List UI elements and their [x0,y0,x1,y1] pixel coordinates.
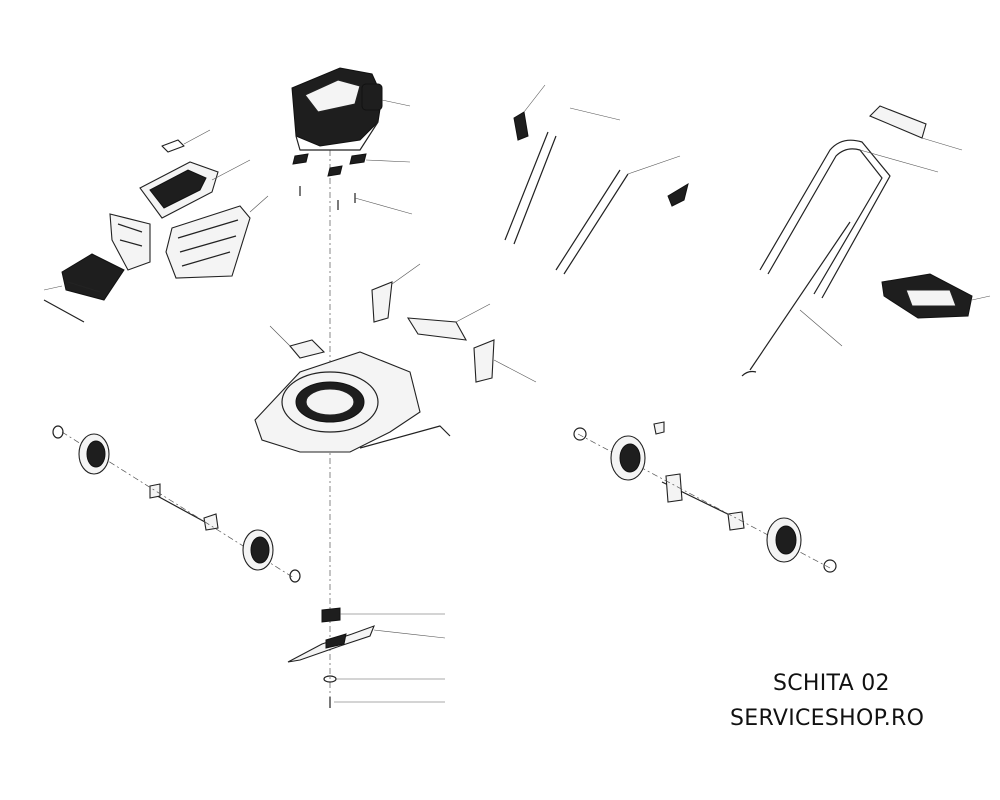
blade [287,625,446,663]
height-adjust-bracket [371,263,537,383]
catcher-frame [139,129,251,219]
handle-bar-grip [869,105,963,151]
upper-handle [759,139,939,299]
bail-bar [881,273,991,319]
wheel-rear-left [52,425,110,475]
rear-flap [109,213,151,271]
wheel-front-left [573,421,665,481]
control-cable [741,221,851,377]
wheel-front-right [766,517,837,573]
blade-washer [323,675,445,683]
mower-deck [254,351,451,453]
rear-hinge [269,325,326,359]
wheel-rear-right [242,529,301,583]
blade-adapter [321,607,445,623]
grass-catcher-bag [165,195,269,279]
engine-mount-plates [292,153,413,215]
source-watermark: SERVICESHOP.RO [730,706,925,731]
blade-bolt [329,697,445,708]
mulching-plug [43,253,125,323]
diagram-caption: SCHITA 02 [773,671,890,696]
engine-assembly [291,67,411,151]
lower-handle [504,84,689,275]
